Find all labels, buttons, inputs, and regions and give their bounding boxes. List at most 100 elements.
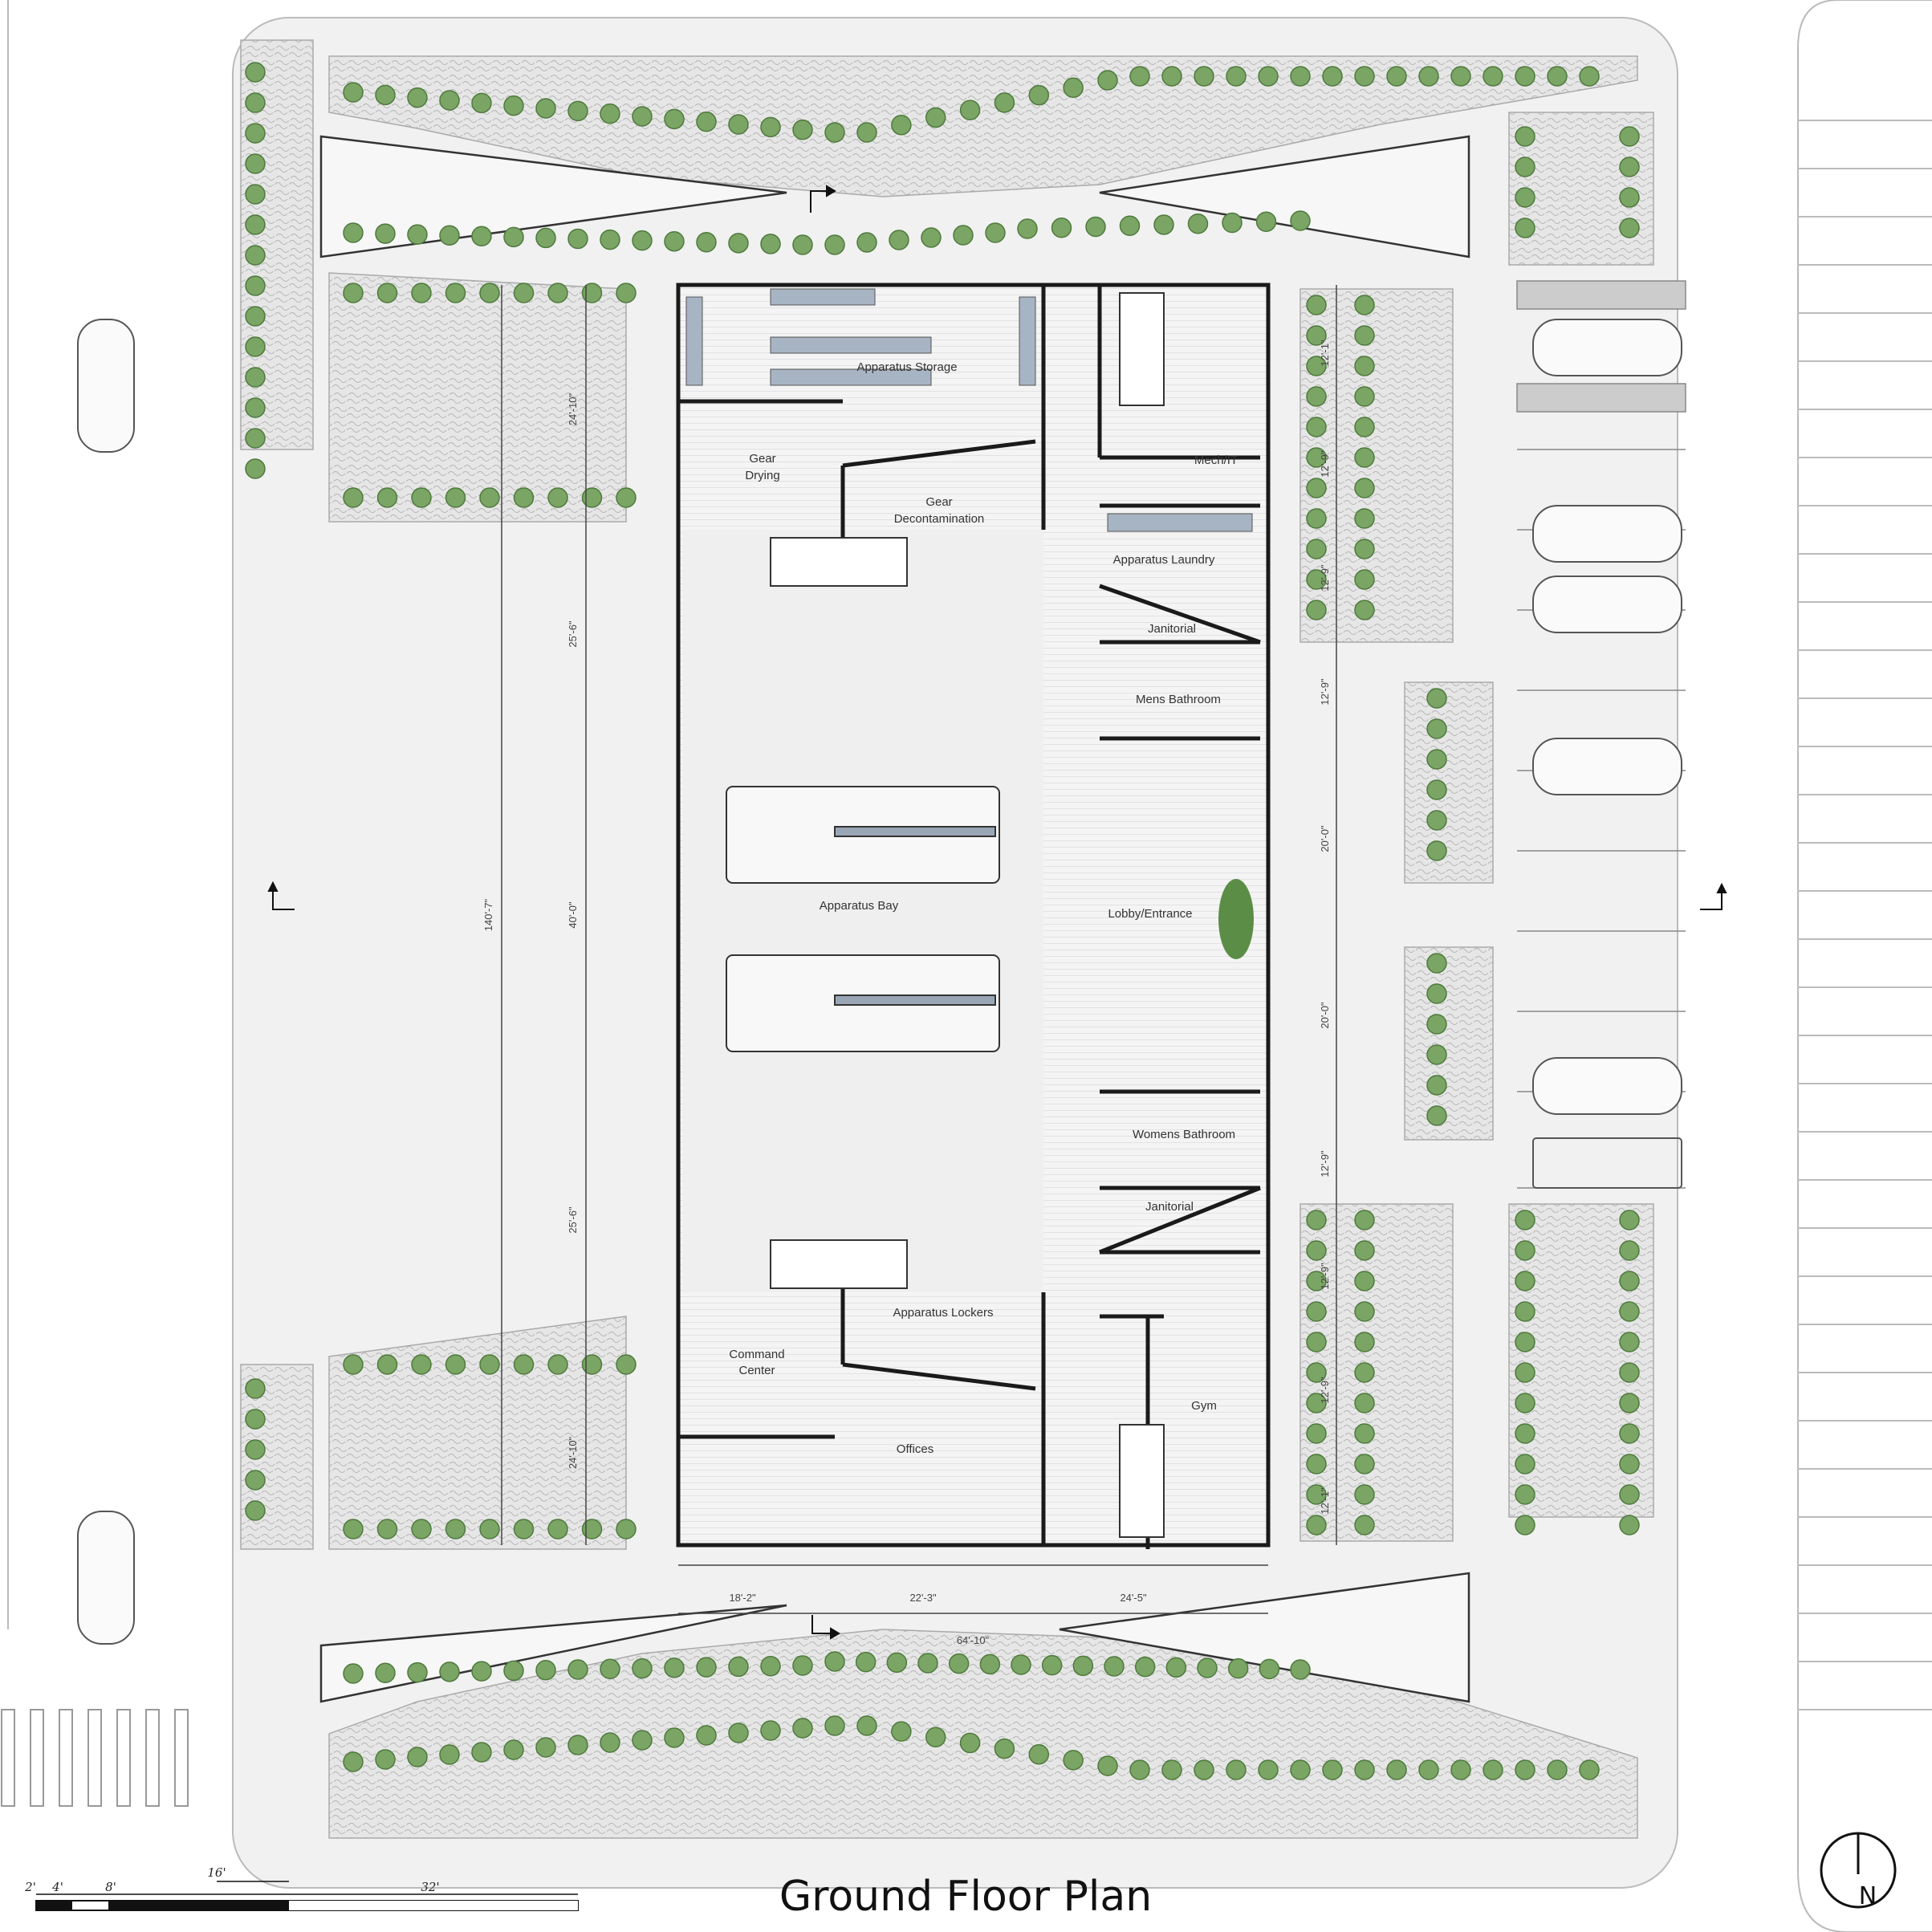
tree-icon — [1290, 1759, 1311, 1780]
scale-label-8: 8' — [105, 1880, 116, 1894]
tree-icon — [1306, 1210, 1327, 1230]
tree-icon — [600, 1732, 620, 1753]
tree-icon — [1619, 1362, 1640, 1383]
tree-icon — [891, 1721, 912, 1742]
tree-icon — [503, 1739, 524, 1760]
tree-icon — [953, 225, 974, 246]
dim-right-1: 12'-1" — [1319, 340, 1331, 367]
tree-icon — [407, 87, 428, 108]
section-markers — [267, 185, 1727, 1640]
tree-icon — [1354, 386, 1375, 407]
tree-icon — [1227, 1657, 1249, 1679]
tree-icon — [1306, 1240, 1327, 1261]
tree-icon — [728, 233, 749, 254]
tree-icon — [1515, 1393, 1535, 1413]
tree-icon — [1354, 1393, 1375, 1413]
walls — [676, 283, 1271, 1549]
tree-icon — [245, 1378, 266, 1399]
dim-overall-length: 140'-7" — [482, 898, 494, 931]
tree-icon — [1306, 1454, 1327, 1474]
dim-left-top: 24'-10" — [567, 393, 579, 425]
tree-icon — [581, 1519, 603, 1539]
tree-icon — [959, 1732, 981, 1754]
tree-icon — [616, 1354, 637, 1375]
tree-icon — [600, 1658, 620, 1680]
tree-icon — [1354, 1423, 1375, 1444]
tree-icon — [245, 458, 266, 479]
tree-icon — [245, 397, 266, 418]
tree-icon — [760, 116, 781, 138]
tree-icon — [407, 1747, 428, 1767]
tree-icon — [343, 1519, 364, 1539]
dim-right-5: 20'-0" — [1319, 825, 1331, 852]
tree-icon — [600, 103, 620, 124]
parked-cars — [77, 319, 1682, 1645]
dim-left-mid-lower: 25'-6" — [567, 1206, 579, 1234]
tree-icon — [245, 1409, 266, 1430]
tree-icon — [664, 1727, 685, 1748]
tree-icon — [479, 487, 500, 508]
label-womens-bathroom: Womens Bathroom — [1133, 1128, 1235, 1141]
tree-icon — [948, 1653, 970, 1674]
tree-icon — [1426, 688, 1447, 709]
tree-icon — [1129, 1759, 1150, 1780]
tree-icon — [1354, 1210, 1375, 1230]
tree-icon — [1306, 447, 1327, 468]
tree-icon — [1165, 1657, 1187, 1678]
tree-icon — [375, 84, 396, 106]
tree-icon — [1354, 325, 1375, 346]
tree-icon — [245, 1470, 266, 1491]
tree-icon — [1354, 1515, 1375, 1535]
tree-icon — [343, 487, 364, 508]
tree-icon — [1255, 211, 1277, 232]
tree-icon — [1515, 1301, 1535, 1322]
label-gym: Gym — [1191, 1399, 1217, 1413]
tree-icon — [1194, 1759, 1214, 1780]
tree-icon — [439, 1662, 460, 1682]
tree-icon — [792, 1655, 813, 1676]
tree-icon — [479, 283, 500, 303]
trees — [245, 62, 1640, 1780]
tree-icon — [1226, 66, 1247, 87]
tree-icon — [1161, 1759, 1182, 1780]
tree-icon — [343, 222, 364, 243]
tree-icon — [1426, 1014, 1447, 1035]
tree-icon — [696, 1657, 717, 1678]
tree-icon — [1354, 356, 1375, 376]
label-janitorial-north: Janitorial — [1148, 622, 1196, 636]
tree-icon — [1515, 126, 1535, 147]
tree-icon — [1619, 187, 1640, 208]
tree-icon — [917, 1653, 938, 1674]
dimension-labels: 24'-10" 25'-6" 40'-0" 25'-6" 24'-10" 140… — [482, 340, 1331, 1646]
tree-icon — [245, 92, 266, 113]
tree-icon — [439, 90, 460, 111]
tree-icon — [343, 1663, 364, 1684]
tree-icon — [407, 224, 428, 245]
dim-left-mid-upper: 25'-6" — [567, 620, 579, 648]
tree-icon — [1426, 983, 1447, 1004]
tree-icon — [1547, 66, 1568, 87]
dim-bottom-c: 24'-5" — [1120, 1592, 1147, 1604]
tree-icon — [856, 122, 877, 143]
tree-icon — [1515, 66, 1535, 87]
dimension-lines — [501, 285, 1337, 1614]
tree-icon — [1258, 66, 1279, 87]
tree-icon — [1129, 66, 1150, 87]
tree-icon — [581, 1354, 603, 1375]
tree-icon — [1426, 1105, 1447, 1126]
dim-right-9: 12'-9" — [1319, 1377, 1331, 1404]
tree-icon — [1306, 478, 1327, 498]
tree-icon — [581, 283, 603, 303]
tree-icon — [889, 230, 909, 250]
tree-icon — [1322, 66, 1343, 87]
tree-icon — [696, 232, 717, 253]
tree-icon — [1619, 1271, 1640, 1291]
tree-icon — [411, 1354, 432, 1375]
tree-icon — [1306, 569, 1327, 590]
tree-icon — [632, 1730, 653, 1751]
tree-icon — [1290, 210, 1311, 231]
tree-icon — [445, 283, 466, 303]
tree-icon — [567, 228, 588, 250]
tree-icon — [245, 428, 266, 449]
tree-icon — [1515, 1454, 1535, 1474]
